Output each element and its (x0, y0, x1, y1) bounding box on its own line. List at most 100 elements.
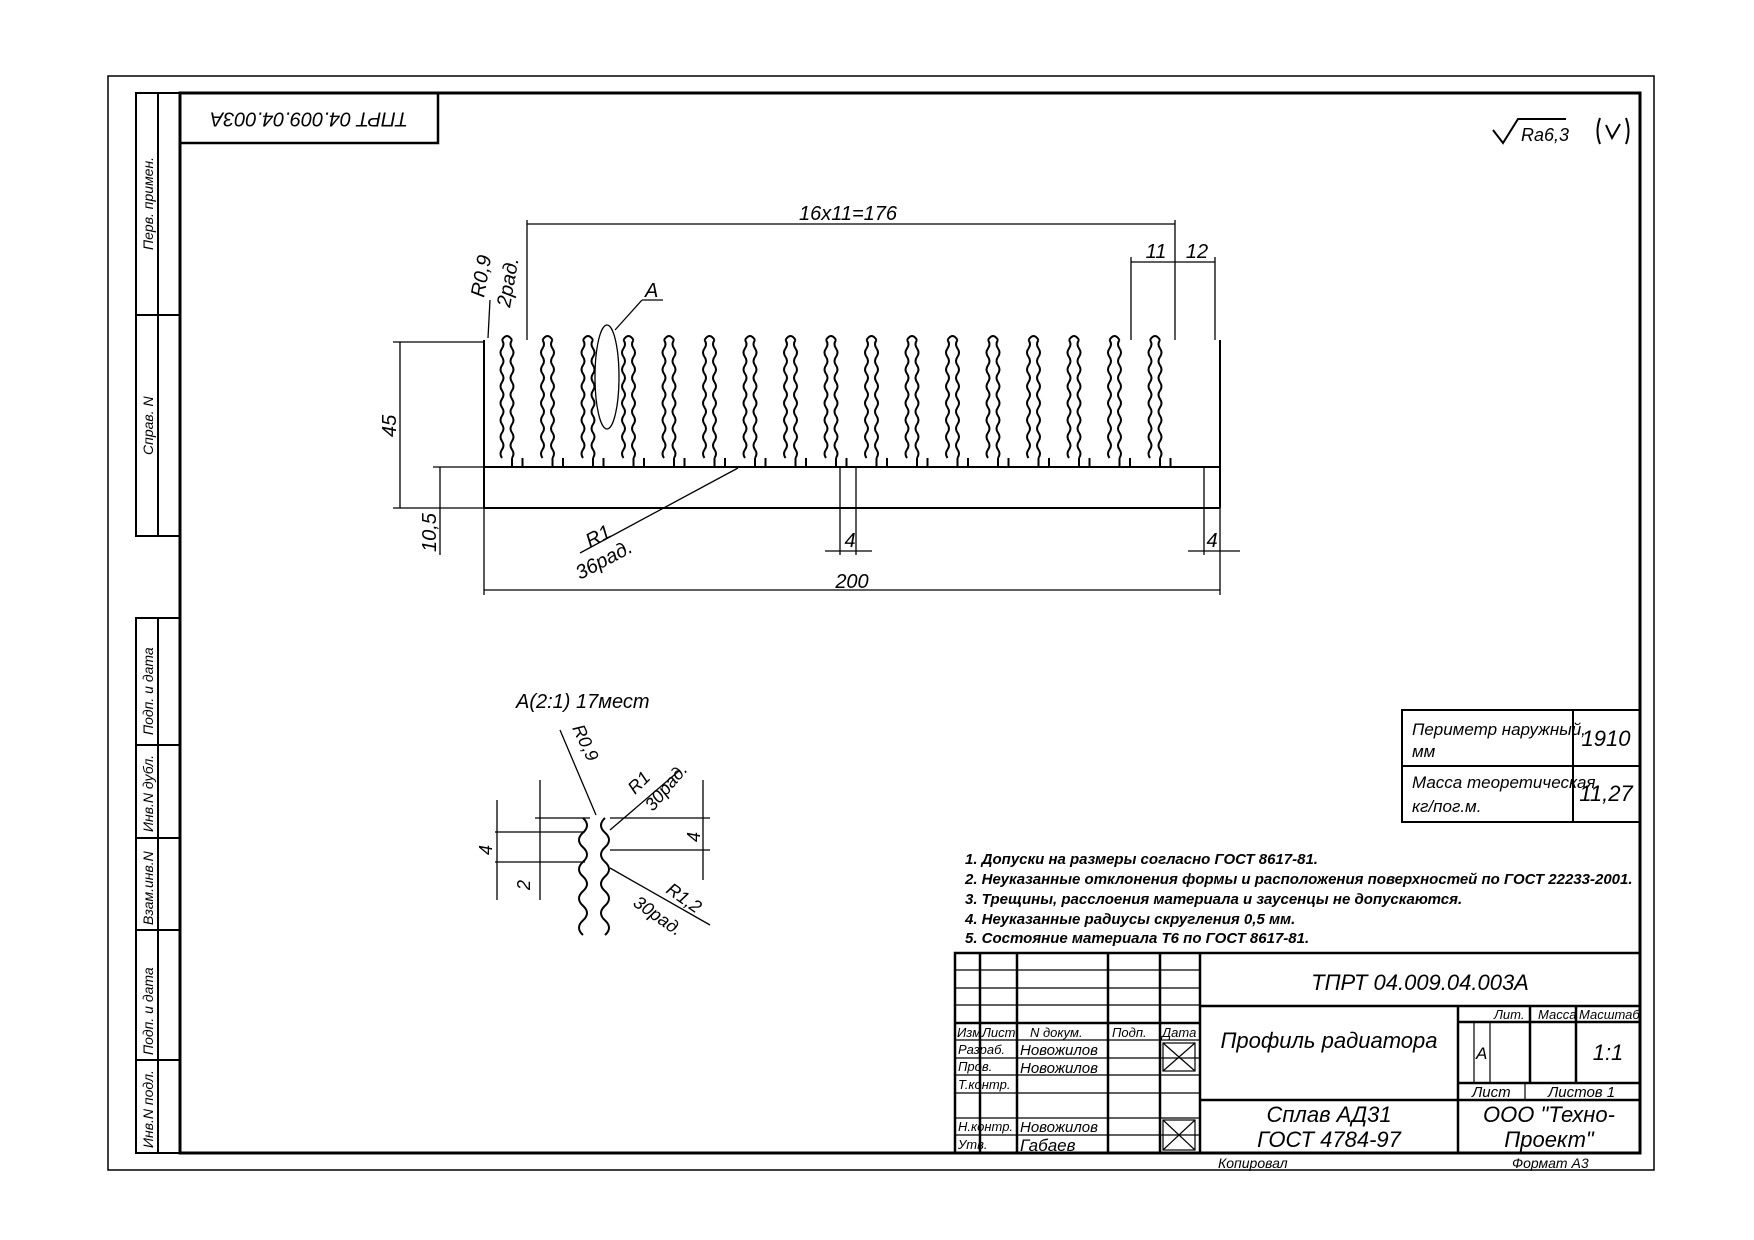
detail-a-view: А(2:1) 17мест R0,9 R1 30рад. R1,2 30рад.… (476, 691, 711, 940)
perimeter-label-1: Периметр наружный, (1412, 720, 1586, 739)
fin (1107, 335, 1122, 459)
fin (823, 335, 839, 459)
tb-material-2: ГОСТ 4784-97 (1257, 1127, 1402, 1152)
profile-view: 16x11=176 11 12 R0,9 2рад. А 45 10,5 R1 … (379, 203, 1240, 595)
fin (783, 335, 798, 459)
fin-slot (956, 458, 969, 467)
fin (904, 335, 920, 459)
top-number-box (178, 91, 440, 145)
detail-r09: R0,9 (568, 721, 602, 764)
roughness-value: Ra6,3 (1521, 125, 1569, 145)
tb-signature-marks (1162, 1042, 1196, 1151)
tb-prov: Пров. (958, 1059, 992, 1074)
left-margin-lower (135, 617, 181, 1154)
fin (580, 335, 596, 459)
note-2: 2. Неуказанные отклонения формы и распол… (964, 871, 1633, 888)
tb-col-list: Лист (981, 1025, 1016, 1040)
fin (661, 335, 677, 459)
fin (945, 335, 960, 459)
label-vzam-inv: Взам.инв.N (140, 850, 156, 925)
tb-org-1: ООО "Техно- (1483, 1102, 1615, 1127)
fin (540, 335, 555, 459)
note-3: 3. Трещины, расслоения материала и заусе… (965, 891, 1462, 908)
technical-notes: 1. Допуски на размеры согласно ГОСТ 8617… (964, 851, 1633, 947)
label-perv-primen: Перв. примен. (140, 157, 156, 250)
fin (864, 335, 879, 459)
fin (499, 335, 515, 459)
tb-nkontr: Н.контр. (958, 1119, 1013, 1134)
fin-slot (632, 458, 645, 467)
note-1: 1. Допуски на размеры согласно ГОСТ 8617… (965, 851, 1318, 868)
fin-slot (794, 458, 807, 467)
fin-slot (1118, 458, 1131, 467)
fin-slot (713, 458, 726, 467)
detail-dimension-lines (495, 729, 711, 926)
tb-format: Формат А3 (1512, 1155, 1589, 1171)
tb-name-utv: Габаев (1020, 1136, 1076, 1155)
dim-r09: R0,9 (467, 253, 496, 298)
properties-table: Периметр наружный, мм Масса теоретическа… (1401, 709, 1641, 823)
fin (1066, 335, 1082, 459)
outer-border (107, 75, 1655, 1171)
fin-slot (875, 458, 888, 467)
label-sprav: Справ. N (140, 396, 156, 455)
fin-slot (997, 458, 1010, 467)
callout-a: А (644, 280, 658, 302)
fin-slot (592, 458, 605, 467)
tb-name-nkontr: Новожилов (1020, 1119, 1098, 1136)
dim-width-200: 200 (834, 571, 868, 593)
profile-dimension-labels: 16x11=176 11 12 R0,9 2рад. А 45 10,5 R1 … (379, 203, 1218, 593)
perimeter-value: 1910 (1582, 726, 1632, 751)
tb-col-data: Дата (1160, 1025, 1196, 1040)
fin (702, 335, 717, 459)
tb-org-2: Проект" (1504, 1127, 1595, 1152)
fin (621, 335, 636, 459)
tb-tkontr: Т.контр. (958, 1077, 1010, 1092)
profile-dimensions (393, 220, 1240, 595)
label-podp-data-1: Подп. и дата (140, 647, 156, 735)
detail-title: А(2:1) 17мест (515, 691, 650, 713)
mass-value: 11,27 (1579, 781, 1633, 806)
tb-col-podp: Подп. (1112, 1025, 1147, 1040)
dim-width-4a: 4 (844, 530, 855, 552)
tb-lit: Лит. (1493, 1007, 1524, 1022)
dim-h105: 10,5 (419, 512, 441, 552)
fin (1026, 335, 1041, 459)
dim-pitch-total: 16x11=176 (799, 203, 898, 225)
fin-slot (673, 458, 686, 467)
tb-massa: Масса (1538, 1007, 1576, 1022)
fin-slot (754, 458, 767, 467)
tb-lit-value: А (1475, 1044, 1487, 1063)
dim-h45: 45 (379, 414, 401, 437)
tb-col-izm: Изм. (957, 1025, 985, 1040)
dim-gap-12: 12 (1186, 241, 1208, 263)
tb-razrab: Разраб. (958, 1042, 1005, 1057)
fin-slot (1159, 458, 1172, 467)
note-4: 4. Неуказанные радиусы скругления 0,5 мм… (964, 911, 1295, 928)
label-podp-data-2: Подп. и дата (140, 967, 156, 1055)
tb-drawing-number: ТПРТ 04.009.04.003А (1311, 970, 1529, 995)
heatsink-profile (499, 335, 1172, 467)
tb-col-ndoc: N докум. (1030, 1025, 1083, 1040)
label-inv-dubl: Инв.N дубл. (140, 755, 156, 832)
tb-sheets: Листов 1 (1547, 1084, 1615, 1101)
fin-slot (511, 458, 524, 467)
fin (742, 335, 758, 459)
tb-material-1: Сплав АД31 (1266, 1102, 1391, 1127)
dim-width-4b: 4 (1206, 530, 1217, 552)
tb-name-razrab: Новожилов (1020, 1042, 1098, 1059)
mass-label-2: кг/пог.м. (1412, 797, 1481, 816)
tb-scale-value: 1:1 (1593, 1040, 1624, 1065)
fin-slot (1078, 458, 1091, 467)
fin (1147, 335, 1163, 459)
perimeter-label-2: мм (1412, 742, 1436, 761)
dim-gap-11: 11 (1146, 241, 1167, 263)
label-inv-podl: Инв.N подл. (140, 1070, 156, 1148)
note-5: 5. Состояние материала Т6 по ГОСТ 8617-8… (965, 930, 1309, 947)
tb-part-name: Профиль радиатора (1220, 1028, 1437, 1053)
tb-utv: Утв. (957, 1137, 988, 1152)
detail-wave-right (600, 817, 610, 936)
detail-dim-2-left: 2 (514, 880, 534, 891)
mass-label-1: Масса теоретическая, (1412, 773, 1600, 792)
